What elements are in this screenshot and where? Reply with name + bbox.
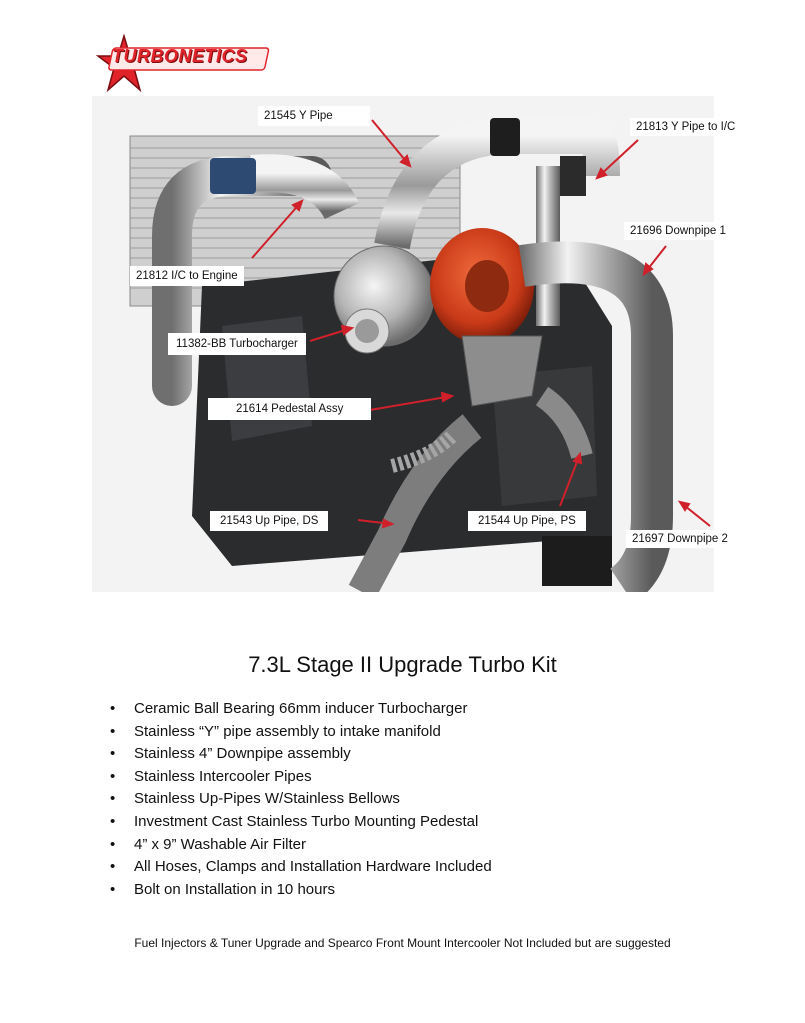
callout-downpipe-1: 21696 Downpipe 1 bbox=[624, 222, 732, 240]
callout-downpipe-2: 21697 Downpipe 2 bbox=[626, 530, 734, 548]
bullet-icon: • bbox=[110, 745, 116, 763]
logo-banner bbox=[108, 47, 270, 71]
callout-up-pipe-ps: 21544 Up Pipe, PS bbox=[468, 511, 586, 531]
callout-y-pipe: 21545 Y Pipe bbox=[258, 106, 370, 126]
turbonetics-logo bbox=[95, 34, 270, 93]
callout-turbocharger: 11382-BB Turbocharger bbox=[168, 333, 306, 355]
list-item: •Stainless 4” Downpipe assembly bbox=[108, 743, 492, 766]
pedestal bbox=[461, 335, 543, 407]
turbo-kit-photo bbox=[92, 96, 714, 592]
footnote: Fuel Injectors & Tuner Upgrade and Spear… bbox=[134, 936, 671, 950]
bullet-icon: • bbox=[110, 700, 116, 717]
bullet-icon: • bbox=[110, 812, 116, 830]
bullet-icon: • bbox=[110, 722, 116, 740]
bullet-icon: • bbox=[110, 835, 116, 853]
list-item: •All Hoses, Clamps and Installation Hard… bbox=[108, 856, 492, 879]
callout-up-pipe-ds: 21543 Up Pipe, DS bbox=[210, 511, 329, 531]
up-pipe-ps bbox=[535, 386, 593, 459]
bullet-icon: • bbox=[110, 767, 116, 785]
feature-list: •Ceramic Ball Bearing 66mm inducer Turbo… bbox=[108, 698, 492, 901]
callout-arrows bbox=[251, 119, 711, 529]
callout-pedestal: 21614 Pedestal Assy bbox=[208, 398, 372, 420]
callout-y-pipe-to-ic: 21813 Y Pipe to I/C bbox=[630, 118, 742, 136]
page-title: 7.3L Stage II Upgrade Turbo Kit bbox=[248, 652, 557, 677]
bullet-icon: • bbox=[110, 790, 116, 808]
list-item: •Stainless Up-Pipes W/Stainless Bellows bbox=[108, 788, 492, 811]
list-item: •Ceramic Ball Bearing 66mm inducer Turbo… bbox=[108, 698, 492, 721]
downpipe bbox=[518, 241, 673, 592]
bullet-icon: • bbox=[110, 880, 116, 898]
list-item: •Investment Cast Stainless Turbo Mountin… bbox=[108, 811, 492, 834]
callout-ic-to-engine: 21812 I/C to Engine bbox=[130, 266, 244, 286]
list-item: •Stainless “Y” pipe assembly to intake m… bbox=[108, 721, 492, 744]
list-item: •Stainless Intercooler Pipes bbox=[108, 766, 492, 789]
list-item: •4” x 9” Washable Air Filter bbox=[108, 834, 492, 857]
bullet-icon: • bbox=[110, 858, 116, 876]
list-item: •Bolt on Installation in 10 hours bbox=[108, 879, 492, 902]
up-pipe-ds bbox=[348, 414, 482, 592]
logo-text: TURBONETICS bbox=[112, 46, 248, 66]
